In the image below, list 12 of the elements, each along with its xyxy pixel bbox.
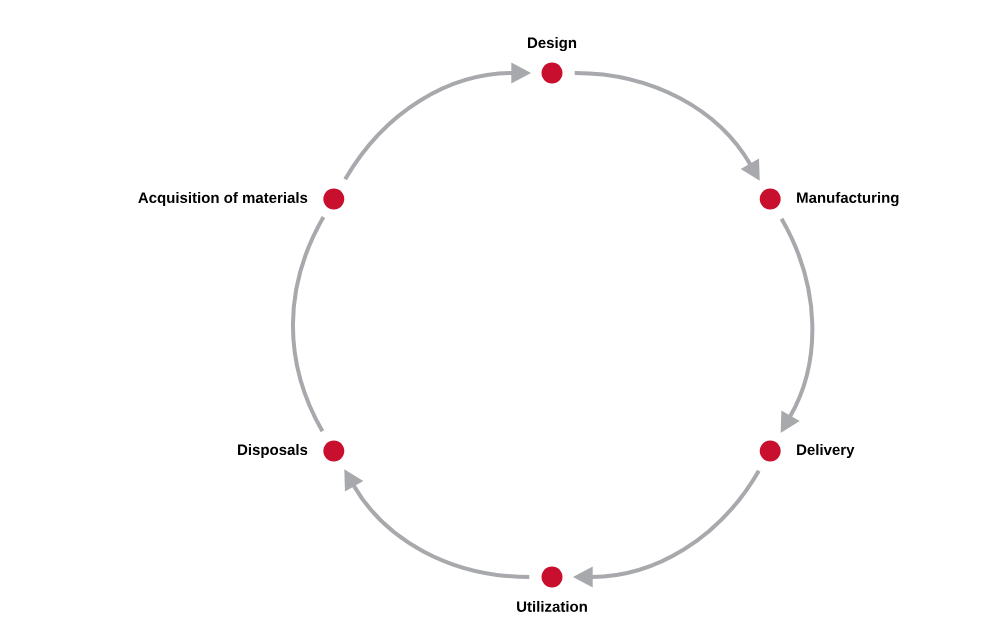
dot — [759, 440, 781, 462]
dot — [759, 188, 781, 210]
stage-label: Utilization — [517, 600, 587, 612]
stage-label: Design — [528, 37, 577, 52]
stage-label: Manufacturing — [797, 191, 899, 207]
stage-label: Disposals — [238, 444, 308, 458]
dot — [541, 566, 563, 588]
dot — [323, 440, 345, 462]
stage-label: Acquisition of materials — [138, 192, 308, 206]
stage-label: Delivery — [797, 444, 855, 458]
dot — [323, 188, 345, 210]
dot — [541, 62, 563, 84]
